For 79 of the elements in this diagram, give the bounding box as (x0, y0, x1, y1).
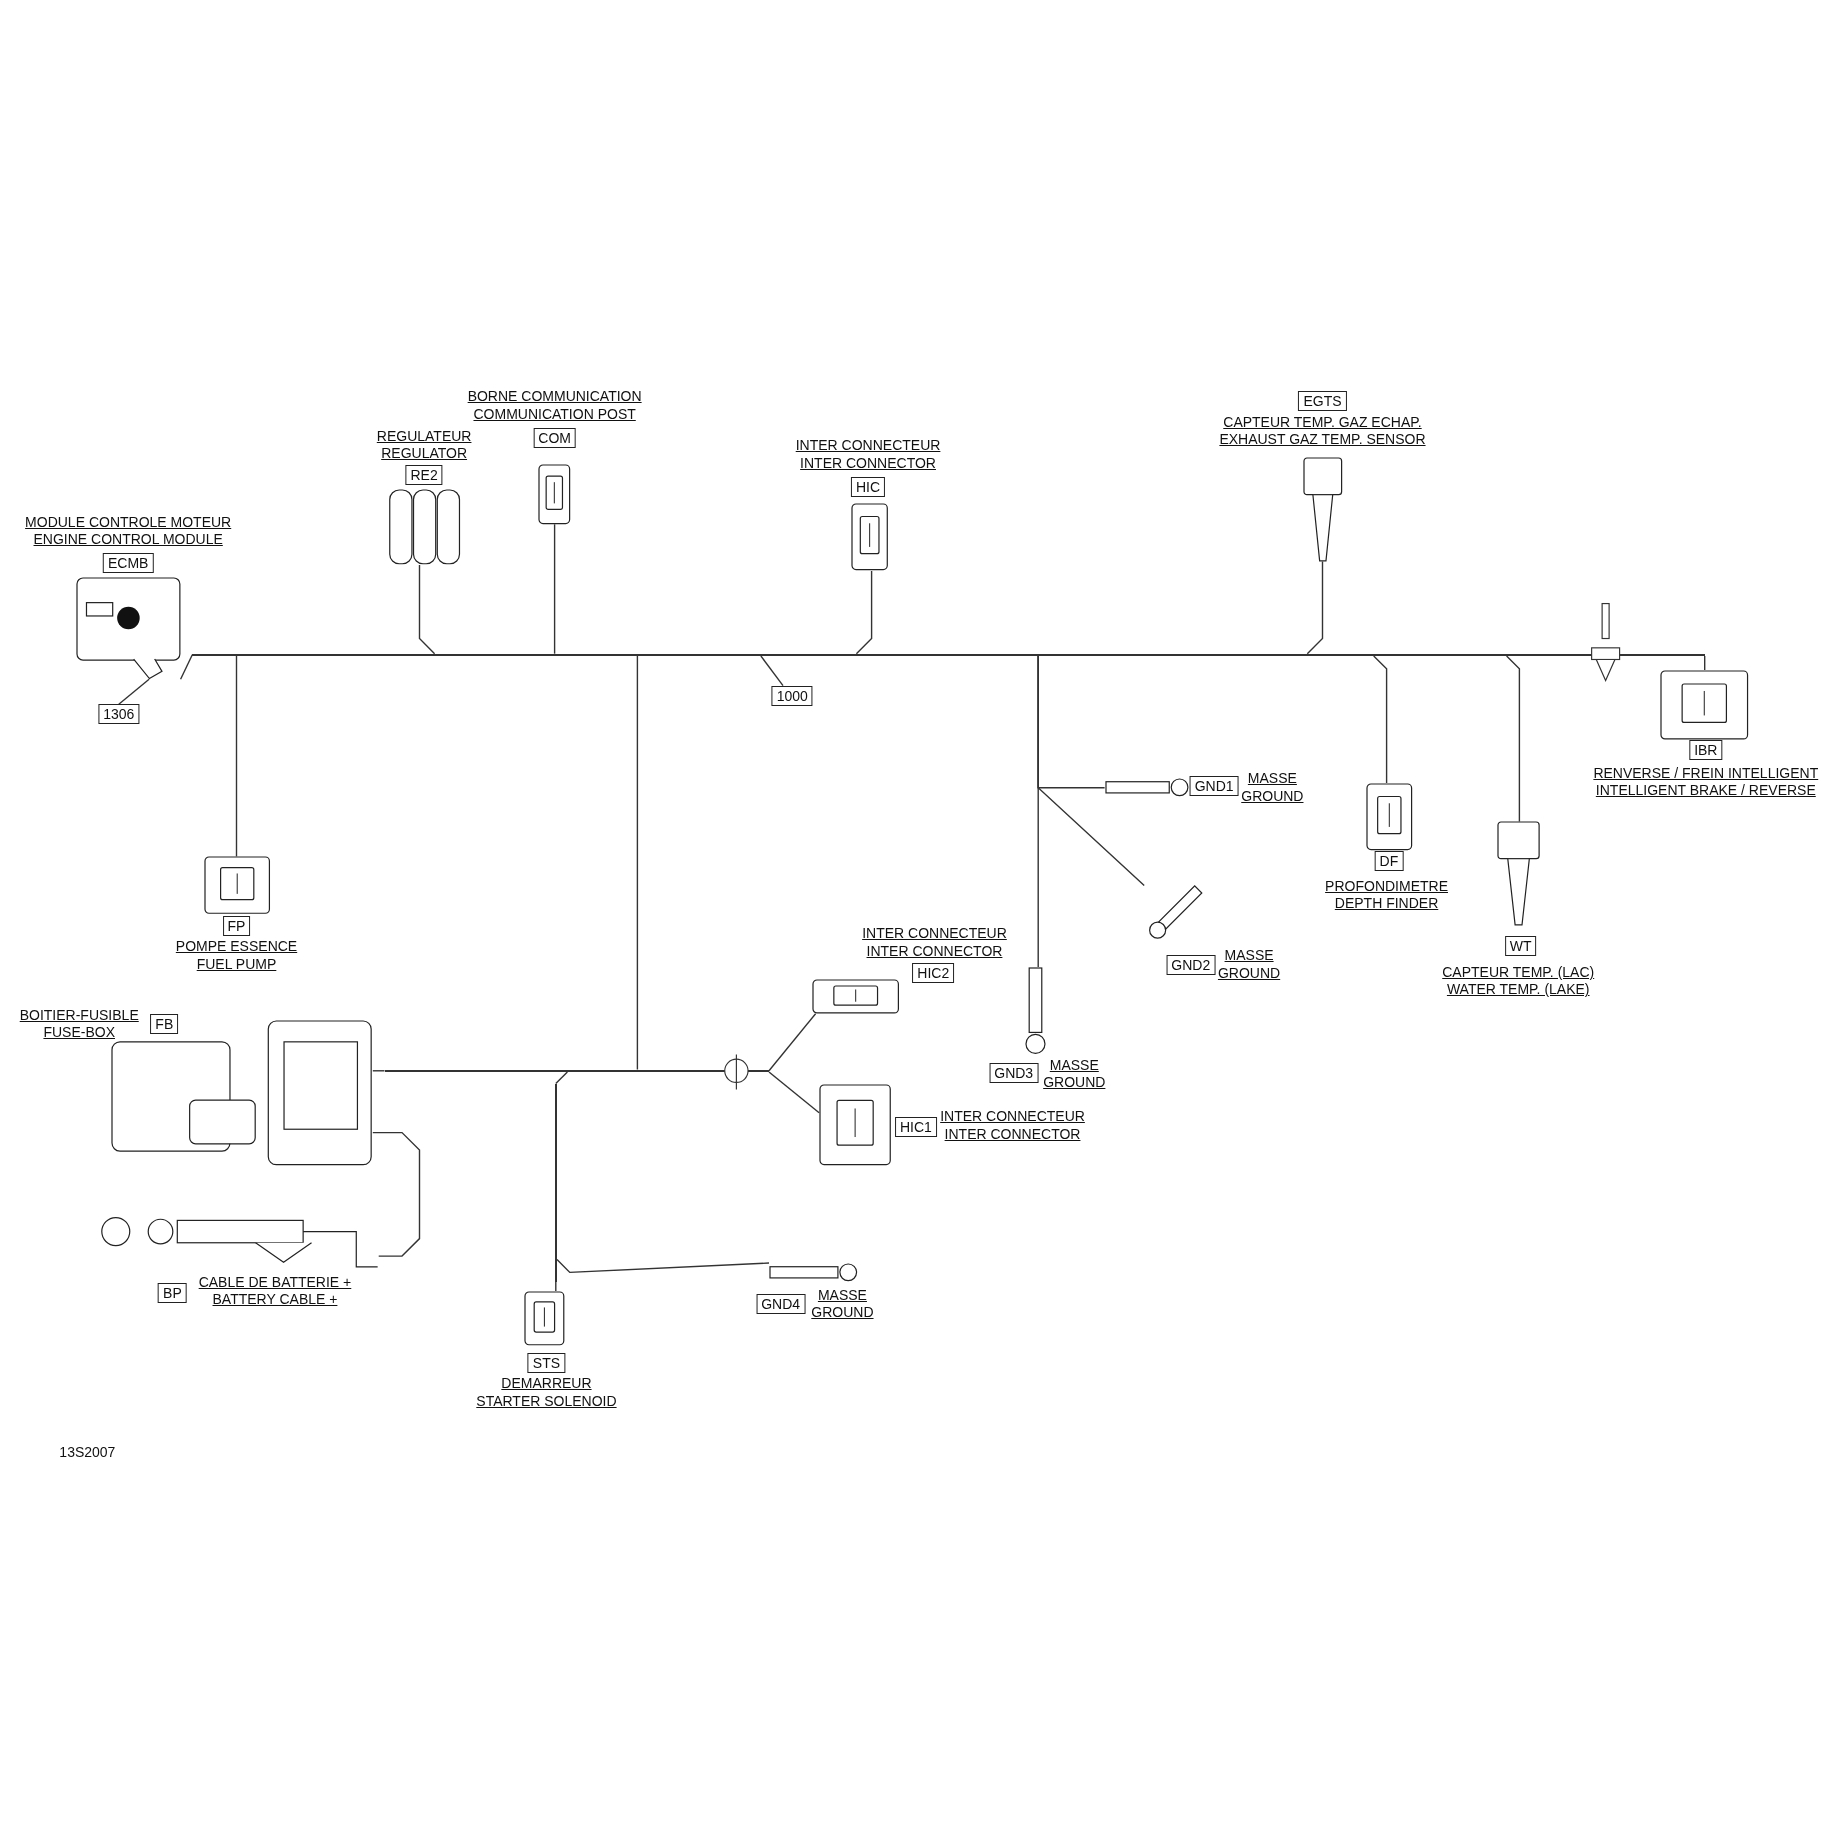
wire (372, 1131, 421, 1257)
part-code: GND3 (989, 1063, 1039, 1084)
part-name: GROUND (1043, 1074, 1106, 1091)
harness-trunk (554, 1083, 557, 1282)
wire (768, 1071, 820, 1114)
part-name: INTER CONNECTOR (944, 1125, 1081, 1142)
wire (555, 1071, 569, 1085)
part-name: CABLE DE BATTERIE + (198, 1273, 352, 1290)
wire (179, 654, 193, 680)
part-name: BORNE COMMUNICATION (467, 388, 642, 405)
part-name: CAPTEUR TEMP. (LAC) (1442, 963, 1595, 980)
wire (1704, 655, 1706, 671)
part-code: EGTS (1298, 390, 1347, 411)
part-name: WATER TEMP. (LAKE) (1446, 981, 1590, 998)
harness-trunk (384, 1069, 769, 1072)
part-code: 1000 (771, 685, 813, 706)
part-code: STS (527, 1353, 566, 1374)
part-name: REGULATEUR (376, 427, 472, 444)
part-code: BP (158, 1283, 187, 1304)
part-name: ENGINE CONTROL MODULE (33, 531, 223, 548)
part-name: INTER CONNECTEUR (862, 925, 1007, 942)
part-name: GROUND (1217, 964, 1281, 981)
part-name: BATTERY CABLE + (212, 1291, 338, 1308)
part-name: FUSE-BOX (43, 1024, 115, 1041)
leader-line (760, 655, 784, 687)
part-name: REGULATOR (381, 445, 468, 462)
part-code: ECMB (102, 552, 154, 573)
leader-line (118, 678, 150, 705)
part-name: MASSE (1247, 770, 1297, 787)
part-name: STARTER SOLENOID (476, 1392, 617, 1409)
part-name: EXHAUST GAZ TEMP. SENSOR (1219, 431, 1426, 448)
wire (1505, 655, 1521, 823)
wire (372, 1070, 386, 1072)
part-name: RENVERSE / FREIN INTELLIGENT (1593, 764, 1819, 781)
part-code: GND2 (1166, 954, 1216, 975)
part-name: BOITIER-FUSIBLE (19, 1006, 139, 1023)
part-name: POMPE ESSENCE (175, 938, 298, 955)
part-code: HIC (851, 477, 886, 498)
part-name: INTELLIGENT BRAKE / REVERSE (1595, 782, 1816, 798)
part-name: INTER CONNECTEUR (795, 437, 941, 454)
part-name: COMMUNICATION POST (473, 405, 636, 422)
part-name: GROUND (811, 1304, 874, 1320)
part-name: MASSE (817, 1286, 867, 1303)
part-name: DEPTH FINDER (1334, 895, 1439, 911)
part-code: FB (150, 1014, 179, 1035)
part-name: INTER CONNECTOR (866, 942, 1003, 959)
wire (768, 1013, 817, 1072)
part-name: MODULE CONTROLE MOTEUR (25, 514, 232, 530)
part-code: HIC1 (894, 1116, 937, 1137)
part-code: GND1 (1189, 776, 1239, 797)
part-code: 1306 (98, 704, 140, 725)
part-code: DF (1374, 851, 1404, 872)
part-name: INTER CONNECTEUR (940, 1108, 1085, 1125)
wire (636, 655, 639, 1071)
part-code: GND4 (756, 1293, 806, 1314)
part-name: GROUND (1241, 787, 1304, 804)
part-name: INTER CONNECTOR (800, 454, 936, 471)
part-code: RE2 (405, 465, 443, 486)
wire (1306, 560, 1324, 655)
part-name: FUEL PUMP (196, 955, 277, 972)
wire (1373, 655, 1388, 784)
part-name: DEMARREUR (501, 1375, 592, 1392)
part-code: COM (533, 428, 576, 449)
part-name: MASSE (1049, 1056, 1099, 1073)
part-code: WT (1504, 936, 1537, 957)
part-code: HIC2 (912, 962, 955, 983)
wire (855, 570, 873, 655)
wire (1037, 655, 1145, 887)
wire (235, 655, 238, 858)
wire (418, 564, 436, 655)
wire (555, 1281, 557, 1292)
harness-trunk (192, 653, 1705, 656)
wire (553, 523, 556, 655)
part-name: PROFONDIMETRE (1325, 877, 1448, 894)
part-name: CAPTEUR TEMP. GAZ ECHAP. (1223, 413, 1422, 430)
wire (556, 1258, 770, 1274)
part-name: MASSE (1224, 947, 1274, 964)
part-code: IBR (1689, 740, 1723, 761)
part-code: FP (222, 916, 251, 937)
